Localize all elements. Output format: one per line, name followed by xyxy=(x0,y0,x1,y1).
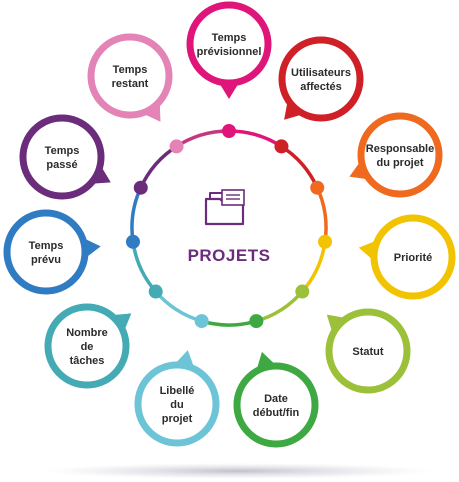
bubble-label-temps-previsionnel: Temps xyxy=(212,32,247,44)
bubble-label-nombre-de-taches: Nombre xyxy=(66,327,108,339)
bubble-circle xyxy=(186,1,272,87)
ring-dot xyxy=(295,284,310,299)
ring-dot xyxy=(249,314,264,329)
folder-stack-icon xyxy=(204,189,245,226)
bubble-label-libelle-du-projet: Libellé xyxy=(160,385,195,397)
bubble-label-responsable-du-projet: Responsable xyxy=(366,143,434,155)
ring-dot xyxy=(194,314,209,329)
bubble-label-date-debut-fin: début/fin xyxy=(253,407,300,419)
ring-segment xyxy=(279,144,320,190)
bubble-label-utilisateurs-affectes: Utilisateurs xyxy=(291,67,351,79)
bubble-circle xyxy=(325,308,411,394)
bubble-nombre-de-taches: Nombre de tâches xyxy=(44,303,132,389)
bubble-label-temps-passe: Temps xyxy=(45,145,80,157)
ring-dot xyxy=(310,180,325,195)
floor-shadow xyxy=(42,463,434,479)
ring-dot xyxy=(133,180,148,195)
ring-segment xyxy=(254,289,305,324)
bubble-libelle-du-projet: Libellé du projet xyxy=(134,350,220,447)
ring-segment xyxy=(131,239,159,294)
bubble-label-date-debut-fin: Date xyxy=(264,393,288,405)
bubble-label-temps-passe: passé xyxy=(46,159,77,171)
bubble-utilisateurs-affectes: Utilisateurs affectés xyxy=(278,36,364,122)
ring-dot xyxy=(169,139,184,154)
ring-dot xyxy=(222,124,236,138)
bubble-label-temps-restant: restant xyxy=(112,78,149,90)
bubble-temps-previsionnel: Temps prévisionnel xyxy=(186,1,272,99)
bubble-circle xyxy=(233,362,319,448)
ring-dot xyxy=(318,234,333,249)
ring-dot xyxy=(274,139,289,154)
ring-segment xyxy=(153,289,204,324)
bubble-date-debut-fin: Date début/fin xyxy=(233,351,319,448)
bubble-label-temps-prevu: Temps xyxy=(29,240,64,252)
bubble-circle xyxy=(87,33,173,119)
bubble-temps-passe: Temps passé xyxy=(19,114,111,200)
bubble-label-libelle-du-projet: projet xyxy=(162,413,193,425)
bubble-label-nombre-de-taches: tâches xyxy=(70,355,105,367)
bubble-temps-prevu: Temps prévu xyxy=(3,209,101,295)
bubble-label-temps-prevu: prévu xyxy=(31,254,61,266)
center-icon: PROJETS xyxy=(188,189,271,265)
bubble-label-utilisateurs-affectes: affectés xyxy=(300,81,342,93)
ring-segment xyxy=(227,129,284,149)
ring-segment xyxy=(199,318,259,327)
bubble-priorite: Priorité xyxy=(358,214,456,300)
ring-segment xyxy=(138,144,179,190)
center-title: PROJETS xyxy=(188,246,271,265)
ring-dots xyxy=(125,124,333,329)
bubble-label-temps-previsionnel: prévisionnel xyxy=(197,46,262,58)
bubble-circle xyxy=(278,36,364,122)
bubble-circle xyxy=(370,214,456,300)
bubble-statut: Statut xyxy=(325,308,411,394)
bubble-circle xyxy=(134,361,220,447)
bubble-label-priorite: Priorité xyxy=(394,252,433,264)
bubble-circle xyxy=(3,209,89,295)
bubble-label-temps-restant: Temps xyxy=(113,64,148,76)
bubble-circle xyxy=(357,112,443,198)
ring-dot xyxy=(125,234,140,249)
ring-segment xyxy=(174,129,231,149)
bubble-label-nombre-de-taches: de xyxy=(81,341,94,353)
ring-segment xyxy=(299,239,327,294)
bubble-temps-restant: Temps restant xyxy=(87,33,173,122)
ring-dot xyxy=(148,284,163,299)
bubble-label-responsable-du-projet: du projet xyxy=(376,157,423,169)
bubble-circle xyxy=(19,114,105,200)
bubble-responsable-du-projet: Responsable du projet xyxy=(349,112,443,198)
bubble-circle xyxy=(44,303,130,389)
bubble-label-libelle-du-projet: du xyxy=(170,399,183,411)
bubble-label-statut: Statut xyxy=(352,346,384,358)
